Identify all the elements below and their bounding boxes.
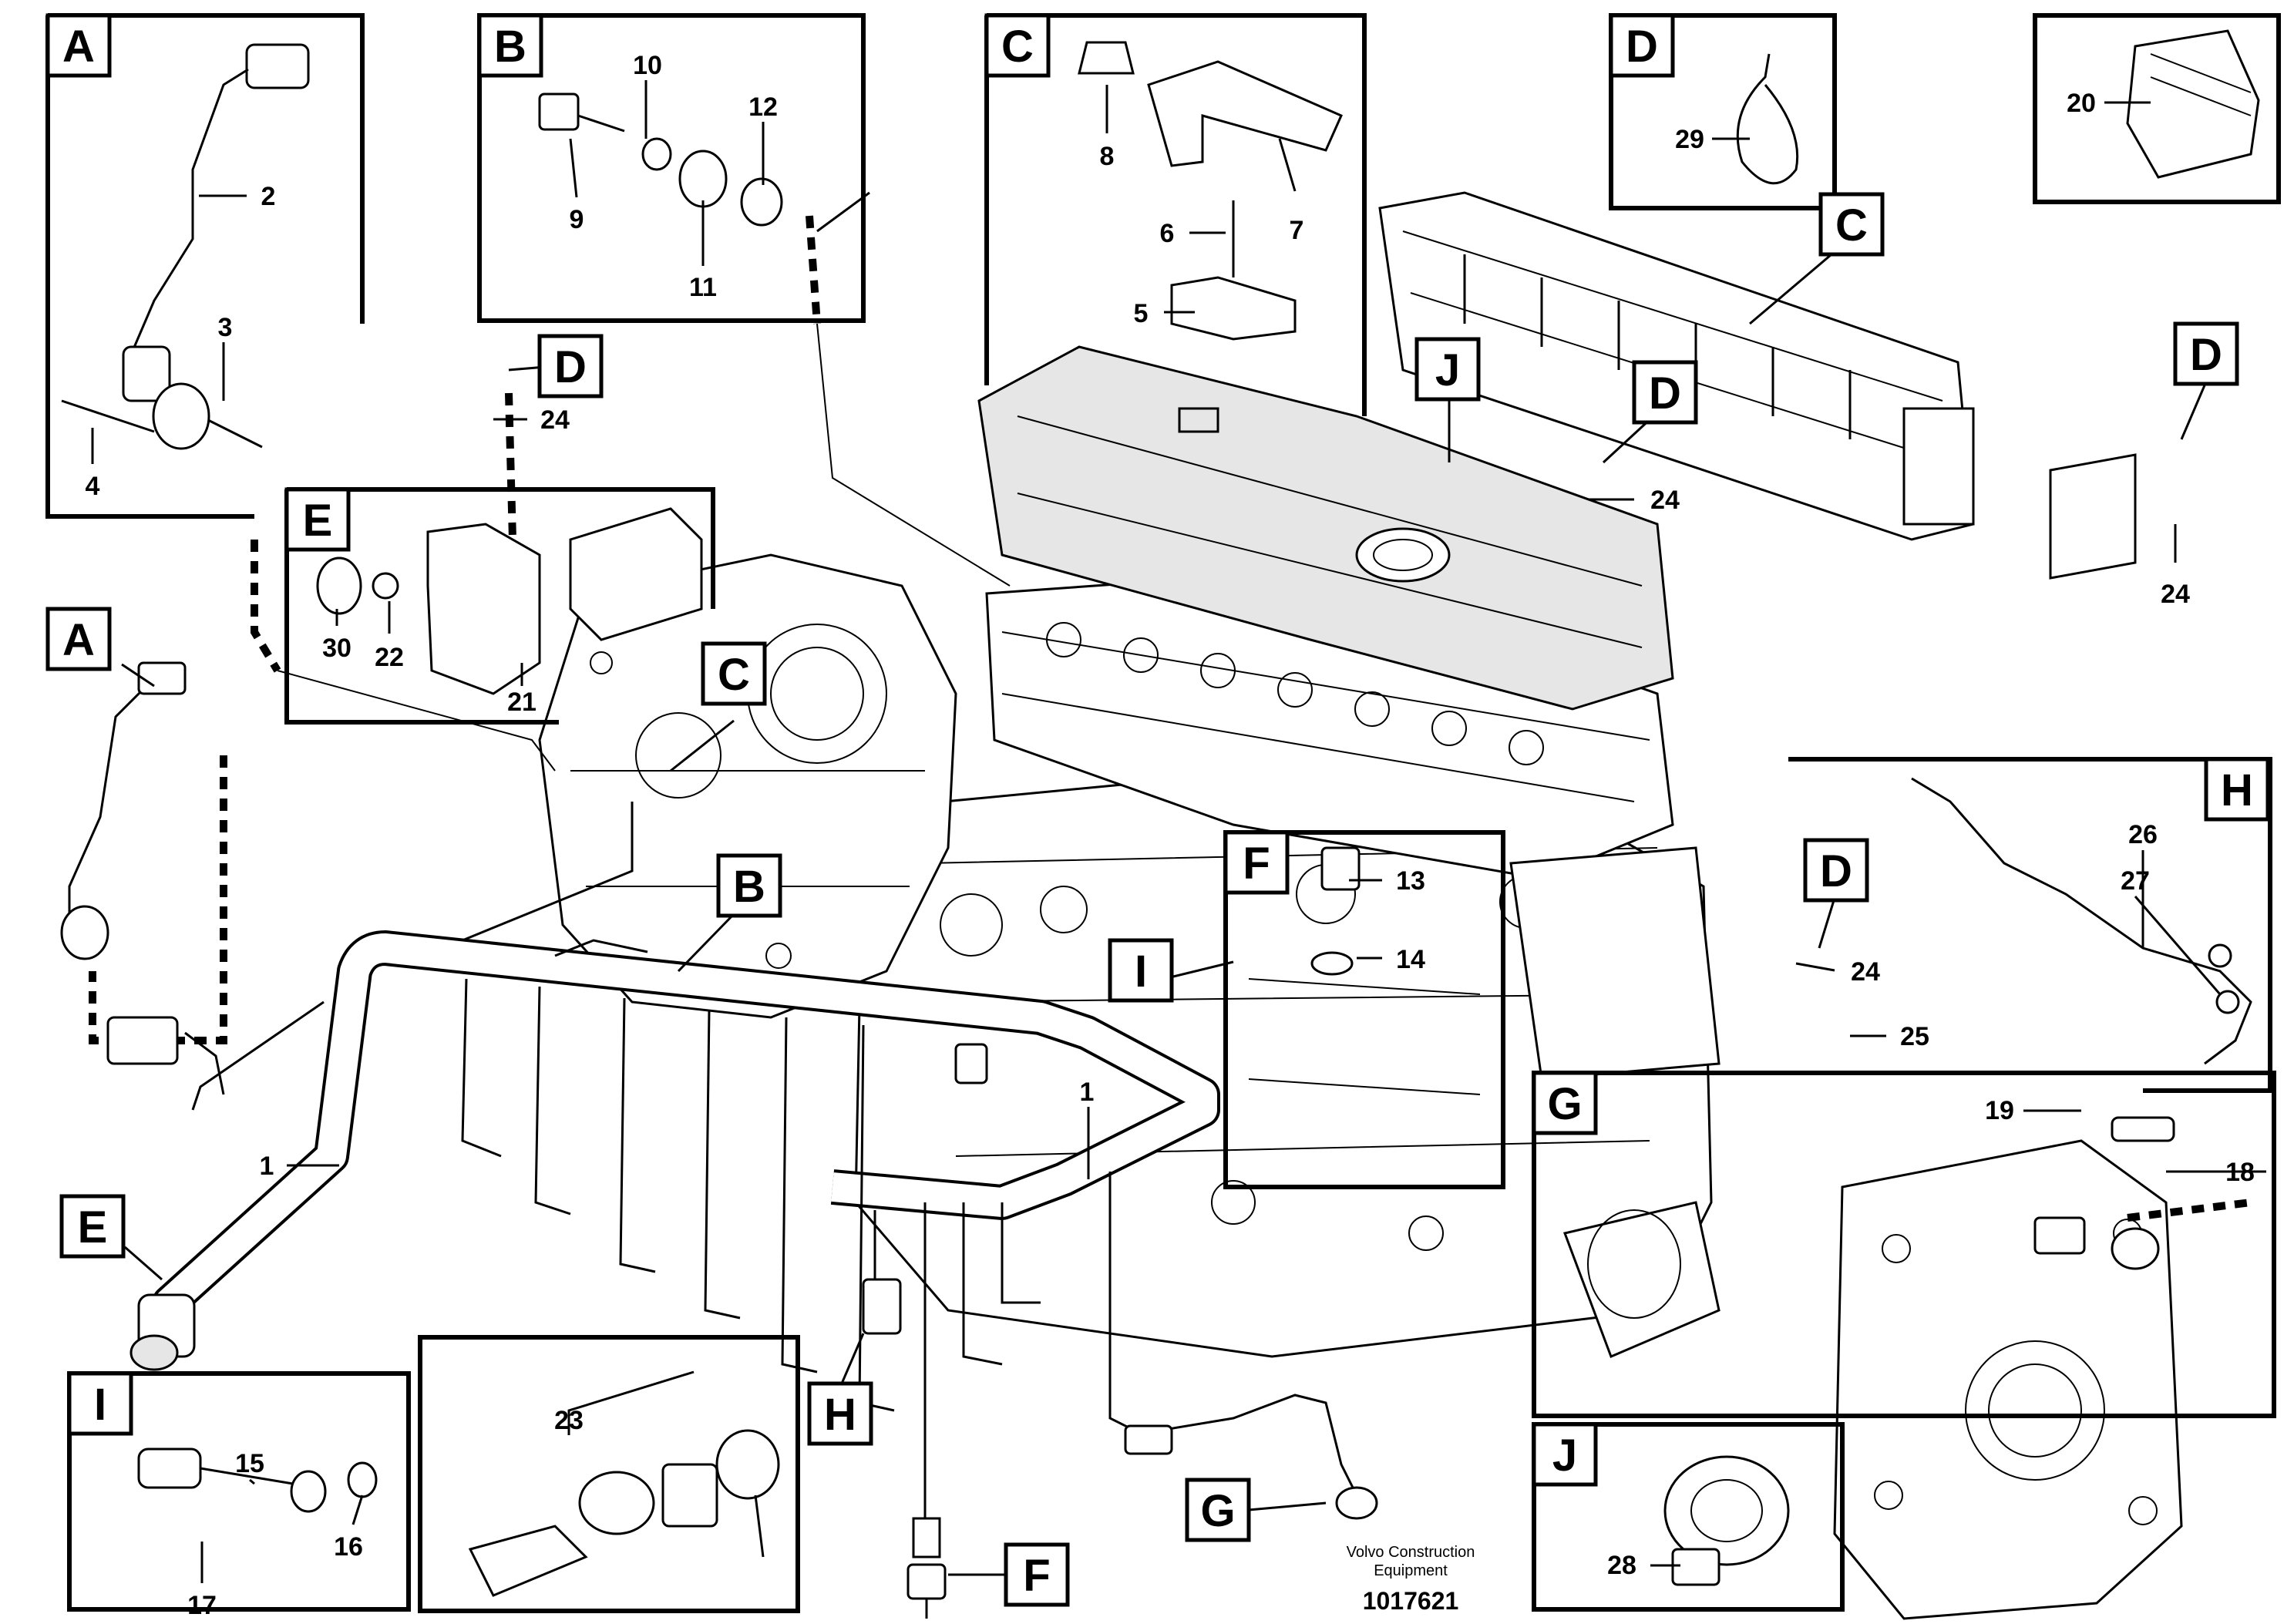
svg-text:C: C bbox=[718, 650, 750, 700]
part-number-1-center: 1 bbox=[1080, 1078, 1095, 1107]
callout-f-mid: F bbox=[1223, 830, 1290, 895]
part-number-23: 23 bbox=[554, 1406, 584, 1435]
part-number-4: 4 bbox=[86, 472, 100, 501]
callout-d-top: D bbox=[1609, 13, 1675, 78]
svg-text:D: D bbox=[1649, 368, 1681, 419]
part-number-14: 14 bbox=[1396, 945, 1425, 974]
drawing-number: 1017621 bbox=[1363, 1587, 1459, 1615]
svg-text:H: H bbox=[2221, 765, 2253, 815]
part-number-15: 15 bbox=[235, 1449, 264, 1478]
callout-e-top: E bbox=[284, 487, 351, 552]
callout-i-mid: I bbox=[1108, 938, 1174, 1003]
callout-g-lower: G bbox=[1185, 1478, 1251, 1542]
part-number-26: 26 bbox=[2128, 820, 2158, 849]
svg-text:D: D bbox=[1820, 846, 1852, 896]
part-number-11: 11 bbox=[689, 273, 717, 302]
part-number-3: 3 bbox=[218, 313, 233, 342]
part-number-24-left: 24 bbox=[540, 405, 570, 435]
leader-lines bbox=[91, 80, 2266, 1583]
part-number-22: 22 bbox=[375, 643, 404, 672]
part-number-24-center: 24 bbox=[1650, 486, 1680, 515]
callout-h-right: H bbox=[2204, 757, 2270, 822]
part-number-17: 17 bbox=[187, 1591, 217, 1620]
callout-d-lower: D bbox=[1803, 838, 1869, 903]
part-number-6: 6 bbox=[1160, 219, 1175, 248]
part-number-18: 18 bbox=[2225, 1158, 2255, 1187]
part-number-7: 7 bbox=[1290, 216, 1304, 245]
part-number-24-lower: 24 bbox=[1851, 957, 1880, 987]
svg-text:H: H bbox=[824, 1390, 856, 1440]
part-number-13: 13 bbox=[1396, 866, 1425, 896]
svg-text:D: D bbox=[554, 342, 587, 392]
part-number-28: 28 bbox=[1607, 1551, 1636, 1580]
svg-text:C: C bbox=[1835, 200, 1868, 250]
callout-b-top: B bbox=[477, 13, 543, 78]
svg-text:E: E bbox=[78, 1202, 108, 1252]
part-number-2: 2 bbox=[261, 182, 276, 211]
part-number-1-left: 1 bbox=[260, 1152, 274, 1181]
svg-text:D: D bbox=[1626, 22, 1658, 72]
callout-j-lower: J bbox=[1532, 1422, 1598, 1487]
detail-parts bbox=[60, 29, 2260, 1597]
svg-text:J: J bbox=[1435, 345, 1460, 395]
svg-text:B: B bbox=[494, 22, 526, 72]
part-numbers: 2 3 4 10 12 9 11 8 7 6 5 29 20 24 24 24 … bbox=[86, 51, 2255, 1620]
svg-text:C: C bbox=[1001, 22, 1034, 72]
callout-f-lower: F bbox=[1004, 1542, 1070, 1607]
part-number-8: 8 bbox=[1100, 142, 1115, 171]
part-number-5: 5 bbox=[1134, 299, 1149, 328]
svg-text:I: I bbox=[1135, 946, 1147, 997]
svg-text:G: G bbox=[1547, 1079, 1582, 1129]
part-number-9: 9 bbox=[570, 205, 584, 234]
svg-text:E: E bbox=[303, 496, 333, 546]
callout-c-right: C bbox=[1818, 192, 1885, 257]
callout-i-lower: I bbox=[67, 1371, 133, 1436]
part-number-16: 16 bbox=[334, 1532, 363, 1562]
part-number-12: 12 bbox=[748, 92, 778, 122]
svg-text:B: B bbox=[733, 862, 765, 912]
svg-text:A: A bbox=[62, 22, 95, 72]
callout-a-mid: A bbox=[45, 607, 112, 671]
svg-text:G: G bbox=[1200, 1486, 1235, 1536]
callout-b-mid: B bbox=[716, 853, 782, 918]
svg-text:A: A bbox=[62, 615, 95, 665]
callout-j-top: J bbox=[1414, 337, 1481, 402]
brand-line-1: Volvo Construction bbox=[1347, 1544, 1475, 1561]
part-number-24-right: 24 bbox=[2161, 580, 2190, 609]
callout-d-center: D bbox=[1632, 360, 1698, 425]
engine-block-drawing bbox=[538, 191, 2183, 1620]
detail-frames bbox=[45, 13, 2281, 1613]
callout-c-top: C bbox=[984, 13, 1051, 78]
svg-text:I: I bbox=[94, 1380, 106, 1430]
callout-e-lower: E bbox=[59, 1194, 126, 1259]
part-number-19: 19 bbox=[1985, 1096, 2014, 1125]
callout-a-top: A bbox=[45, 13, 112, 78]
svg-text:F: F bbox=[1023, 1551, 1050, 1601]
svg-text:F: F bbox=[1243, 839, 1270, 889]
footer: Volvo Construction Equipment 1017621 bbox=[1347, 1544, 1475, 1615]
svg-text:D: D bbox=[2190, 330, 2222, 380]
svg-text:J: J bbox=[1552, 1431, 1577, 1481]
part-number-10: 10 bbox=[633, 51, 662, 80]
callout-h-lower: H bbox=[807, 1381, 873, 1446]
part-number-20: 20 bbox=[2067, 89, 2096, 118]
wiring-harness bbox=[130, 802, 1378, 1619]
part-number-27: 27 bbox=[2121, 866, 2150, 896]
letter-callouts: A B C D C D J D D E A C H F B D I G E I … bbox=[45, 13, 2270, 1607]
callout-d-right: D bbox=[2173, 321, 2239, 386]
part-number-29: 29 bbox=[1675, 125, 1704, 154]
callout-g-right: G bbox=[1532, 1071, 1598, 1135]
callout-d-left: D bbox=[537, 334, 604, 398]
part-number-21: 21 bbox=[507, 688, 536, 717]
callout-c-mid: C bbox=[701, 641, 767, 706]
part-number-25: 25 bbox=[1900, 1022, 1929, 1051]
part-number-30: 30 bbox=[322, 634, 352, 663]
brand-line-2: Equipment bbox=[1374, 1562, 1448, 1579]
